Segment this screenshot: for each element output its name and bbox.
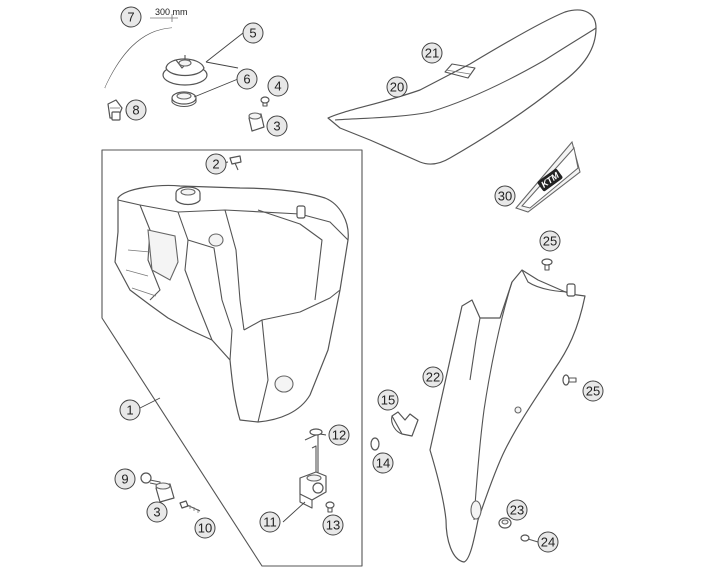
svg-text:12: 12 <box>332 428 346 443</box>
svg-text:3: 3 <box>273 119 280 134</box>
callout-6: 6 <box>236 68 258 90</box>
callout-9: 9 <box>114 468 136 490</box>
seat-strip <box>445 69 471 75</box>
panel-screw-side <box>562 374 577 386</box>
svg-text:15: 15 <box>381 393 395 408</box>
callout-8: 8 <box>125 99 147 121</box>
svg-text:21: 21 <box>425 46 439 61</box>
callout-21: 21 <box>421 42 443 64</box>
svg-text:23: 23 <box>510 503 524 518</box>
svg-text:9: 9 <box>121 472 128 487</box>
seat <box>327 9 597 165</box>
callout-20: 20 <box>386 76 408 98</box>
mounting-bolt <box>140 472 161 486</box>
tank-screw <box>229 155 242 171</box>
callout-3-bottom: 3 <box>146 501 168 523</box>
svg-text:8: 8 <box>132 103 139 118</box>
callout-15: 15 <box>377 389 399 411</box>
svg-text:20: 20 <box>390 80 404 95</box>
svg-text:22: 22 <box>426 370 440 385</box>
svg-text:24: 24 <box>541 535 555 550</box>
callout-14: 14 <box>372 452 394 474</box>
ktm-decal: KTM <box>515 140 581 213</box>
callout-12: 12 <box>328 424 350 446</box>
tank-assembly-frame <box>101 149 363 567</box>
svg-text:11: 11 <box>263 515 277 530</box>
bushing-screw <box>179 500 201 513</box>
panel-screw-bottom <box>520 534 539 543</box>
fuel-tap <box>299 433 327 509</box>
svg-text:6: 6 <box>243 72 250 87</box>
svg-text:25: 25 <box>543 234 557 249</box>
svg-text:25: 25 <box>586 384 600 399</box>
svg-text:13: 13 <box>326 518 340 533</box>
svg-text:14: 14 <box>376 456 390 471</box>
svg-text:3: 3 <box>153 505 160 520</box>
hose-length-label: 300 mm <box>155 7 188 17</box>
callout-11: 11 <box>259 511 281 533</box>
callout-7: 7 <box>120 6 142 28</box>
callout-1: 1 <box>119 399 141 421</box>
svg-text:5: 5 <box>249 26 256 41</box>
panel-screw-top <box>541 258 553 271</box>
svg-text:30: 30 <box>498 189 512 204</box>
hose-clamp <box>370 437 380 451</box>
fuel-tank <box>114 184 349 423</box>
callout-10: 10 <box>194 517 216 539</box>
svg-text:4: 4 <box>274 79 281 94</box>
callout-25-side: 25 <box>582 380 604 402</box>
tap-screw <box>325 501 335 513</box>
svg-text:10: 10 <box>198 521 212 536</box>
rubber-bushing-bottom <box>155 482 175 503</box>
fuel-cap <box>162 55 208 86</box>
callout-13: 13 <box>322 514 344 536</box>
callout-30: 30 <box>494 185 516 207</box>
callout-4: 4 <box>267 75 289 97</box>
callout-3-top: 3 <box>266 115 288 137</box>
small-screw <box>260 96 270 107</box>
cap-gasket <box>171 91 197 108</box>
callout-25-top: 25 <box>539 230 561 252</box>
breather-hose <box>391 411 419 437</box>
svg-text:7: 7 <box>127 10 134 25</box>
callout-2: 2 <box>205 153 227 175</box>
callout-23: 23 <box>506 499 528 521</box>
side-panel <box>429 269 586 563</box>
callout-24: 24 <box>537 531 559 553</box>
panel-nut <box>498 517 512 529</box>
hose-fitting <box>107 99 123 121</box>
rubber-bushing-top <box>248 112 265 132</box>
svg-text:1: 1 <box>126 403 133 418</box>
o-ring <box>309 428 323 436</box>
fuel-hose <box>104 14 178 89</box>
callout-22: 22 <box>422 366 444 388</box>
svg-text:2: 2 <box>212 157 219 172</box>
callout-5: 5 <box>242 22 264 44</box>
